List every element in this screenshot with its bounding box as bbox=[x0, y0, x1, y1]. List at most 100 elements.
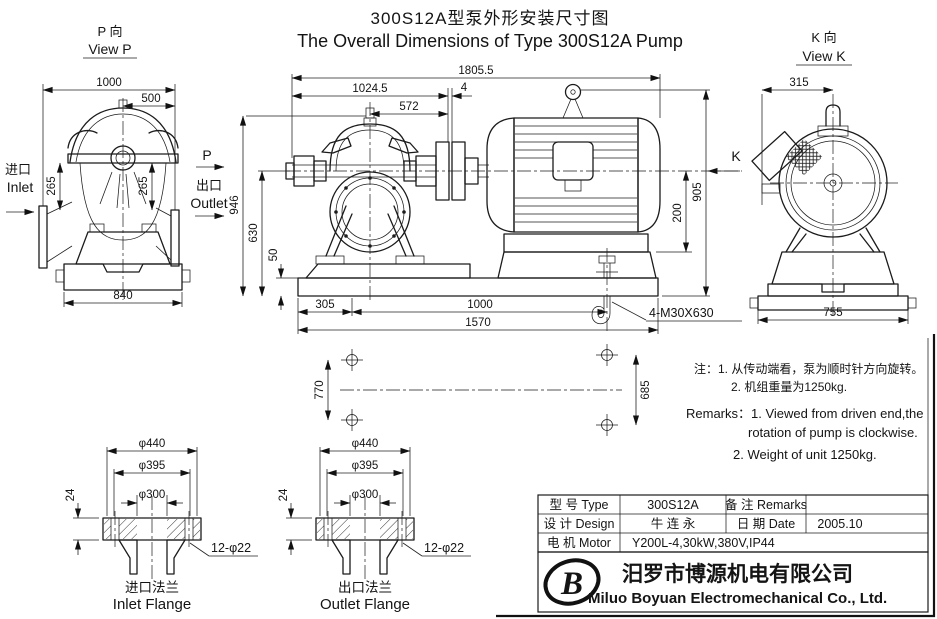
dim-50: 50 bbox=[268, 249, 280, 262]
logo-letter: B bbox=[560, 566, 583, 602]
drawing-title: 300S12A型泵外形安装尺寸图 The Overall Dimensions … bbox=[297, 9, 683, 51]
dim-840: 840 bbox=[113, 290, 132, 302]
junction-box-foot bbox=[761, 183, 781, 194]
pump-casing-inner bbox=[335, 129, 405, 172]
bolt-holes-label: 12-φ22 bbox=[211, 541, 251, 555]
pipe-line bbox=[46, 201, 73, 215]
note-en-3: 2. Weight of unit 1250kg. bbox=[733, 447, 877, 462]
dim-d300: φ300 bbox=[352, 489, 379, 501]
rib bbox=[133, 171, 147, 205]
terminal-box bbox=[552, 141, 594, 181]
pump-legs bbox=[325, 205, 415, 257]
dim-24: 24 bbox=[65, 488, 77, 501]
remarks-label: 备 注 Remarks bbox=[725, 497, 807, 512]
dim-1805-5: 1805.5 bbox=[458, 65, 493, 77]
foundation-plan: 770 685 bbox=[314, 344, 652, 436]
motor-label: 电 机 Motor bbox=[547, 536, 611, 550]
shaft bbox=[115, 150, 131, 166]
inlet-label-cn: 进口 bbox=[5, 162, 31, 177]
title-block-table: 型 号 Type 300S12A 备 注 Remarks 设 计 Design … bbox=[537, 494, 929, 553]
inlet-flange-caption-en: Inlet Flange bbox=[113, 596, 191, 613]
title-cn: 300S12A型泵外形安装尺寸图 bbox=[371, 9, 610, 28]
pipe-line bbox=[46, 245, 73, 263]
dim-305: 305 bbox=[315, 299, 334, 311]
dim-d440: φ440 bbox=[139, 438, 166, 450]
casing-bracket-left bbox=[321, 137, 352, 154]
coupling-half-pump bbox=[435, 141, 450, 201]
pump-casing-inner bbox=[75, 113, 171, 163]
outlet-label-cn: 出口 bbox=[196, 178, 222, 193]
base-tab bbox=[181, 269, 191, 283]
outlet-flange-face bbox=[170, 209, 180, 267]
flange-detail-geometry-outlet bbox=[286, 447, 471, 582]
dim-d395: φ395 bbox=[139, 460, 166, 472]
terminal-box-stub bbox=[564, 179, 582, 192]
baseplate bbox=[297, 277, 659, 297]
casing-wing-right bbox=[148, 129, 179, 149]
volute bbox=[79, 162, 167, 241]
view-p: P 向 View P 1000 500 265 bbox=[5, 24, 228, 307]
dim-4: 4 bbox=[461, 82, 468, 94]
shaft-center bbox=[829, 179, 837, 187]
dim-1024-5: 1024.5 bbox=[352, 83, 387, 95]
base-tab bbox=[907, 297, 917, 309]
dim-24: 24 bbox=[278, 488, 290, 501]
note-en-2: rotation of pump is clockwise. bbox=[748, 425, 918, 440]
sheet-border bbox=[496, 334, 936, 618]
view-p-label-cn: P 向 bbox=[97, 24, 122, 39]
view-k: K 向 View K 315 755 bbox=[749, 30, 917, 324]
title-en: The Overall Dimensions of Type 300S12A P… bbox=[297, 31, 683, 51]
design-label: 设 计 Design bbox=[544, 516, 615, 531]
pump-casing bbox=[329, 123, 411, 172]
date-label: 日 期 Date bbox=[737, 517, 795, 531]
junction-box bbox=[751, 130, 803, 182]
inlet-flange-caption-cn: 进口法兰 bbox=[125, 580, 179, 595]
dim-685: 685 bbox=[640, 380, 652, 399]
anchor-stem bbox=[596, 263, 618, 278]
shaft-step bbox=[464, 157, 479, 185]
motor-value: Y200L-4,30kW,380V,IP44 bbox=[632, 536, 775, 550]
bolt-holes-label: 12-φ22 bbox=[424, 541, 464, 555]
dim-755: 755 bbox=[823, 307, 842, 319]
top-stem bbox=[825, 104, 841, 127]
suction-bore bbox=[341, 183, 399, 241]
dim-770: 770 bbox=[314, 380, 326, 399]
lifting-eye-bracket bbox=[561, 98, 585, 119]
outlet-flange-caption-cn: 出口法兰 bbox=[338, 580, 392, 595]
gland-left bbox=[313, 160, 327, 182]
casing-bracket-right bbox=[388, 137, 419, 154]
stem-base bbox=[817, 125, 849, 137]
company-logo: B bbox=[543, 558, 601, 606]
main-view: 1805.5 1024.5 572 4 946 630 50 bbox=[229, 65, 742, 334]
dim-265-right: 265 bbox=[138, 176, 150, 195]
type-value: 300S12A bbox=[647, 498, 699, 512]
dim-1000: 1000 bbox=[467, 299, 493, 311]
motor-fins bbox=[515, 125, 637, 223]
motor-end-cap-right bbox=[637, 117, 661, 233]
dim-d440: φ440 bbox=[352, 438, 379, 450]
motor-ring-inner bbox=[790, 140, 876, 226]
grille-hatch bbox=[785, 138, 823, 176]
note-cn-2: 2. 机组重量为1250kg. bbox=[731, 380, 847, 394]
inlet-label-en: Inlet bbox=[7, 179, 34, 195]
dim-265-left: 265 bbox=[46, 176, 58, 195]
motor-feet bbox=[503, 233, 649, 253]
dim-1000: 1000 bbox=[96, 77, 122, 89]
dim-630: 630 bbox=[248, 223, 260, 242]
company-name-en: Miluo Boyuan Electromechanical Co., Ltd. bbox=[588, 590, 887, 607]
rib bbox=[125, 173, 130, 209]
rib bbox=[116, 173, 121, 209]
top-lug bbox=[118, 99, 128, 109]
outlet-flange-detail: φ440 φ395 φ300 24 12-φ22 出口法兰 Outlet Fla… bbox=[278, 438, 464, 613]
dim-946: 946 bbox=[229, 195, 241, 214]
shaft-boss bbox=[823, 173, 843, 193]
outlet-flange-caption-en: Outlet Flange bbox=[320, 596, 410, 613]
notes: 注：1. 从传动端看，泵为顺时针方向旋转。 2. 机组重量为1250kg. Re… bbox=[686, 361, 923, 462]
pipe-line bbox=[155, 245, 172, 261]
inlet-flange-detail: φ440 φ395 φ300 24 12-φ22 进口法兰 Inlet Flan… bbox=[65, 438, 251, 613]
foundation-bolts bbox=[341, 344, 618, 436]
type-label: 型 号 Type bbox=[549, 498, 608, 512]
anchor-leader bbox=[611, 301, 647, 321]
note-cn-1: 注：1. 从传动端看，泵为顺时针方向旋转。 bbox=[694, 361, 923, 376]
